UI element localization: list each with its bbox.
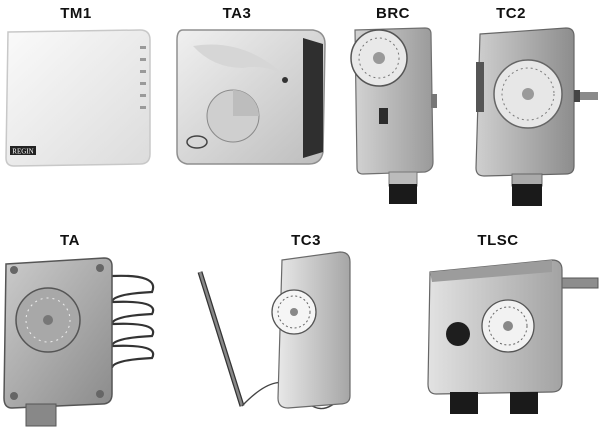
thermostat-tc3-image [197, 251, 351, 410]
label-tc3: TC3 [291, 232, 321, 249]
thermostat-ta3-image [176, 29, 326, 165]
thermostat-tm1-image: REGIN [5, 29, 151, 167]
regin-logo [10, 146, 36, 155]
label-tc2: TC2 [496, 5, 526, 22]
thermostat-brc-image [350, 27, 437, 204]
regin-logo-text: REGIN [12, 148, 33, 156]
thermostat-tlsc-image [427, 259, 599, 414]
thermostat-tc2-image [475, 27, 598, 206]
label-ta3: TA3 [222, 5, 252, 22]
label-tm1: TM1 [60, 5, 92, 22]
label-ta: TA [60, 232, 80, 249]
label-brc: BRC [376, 5, 410, 22]
label-tlsc: TLSC [477, 232, 519, 249]
thermostat-ta-image [3, 257, 155, 427]
